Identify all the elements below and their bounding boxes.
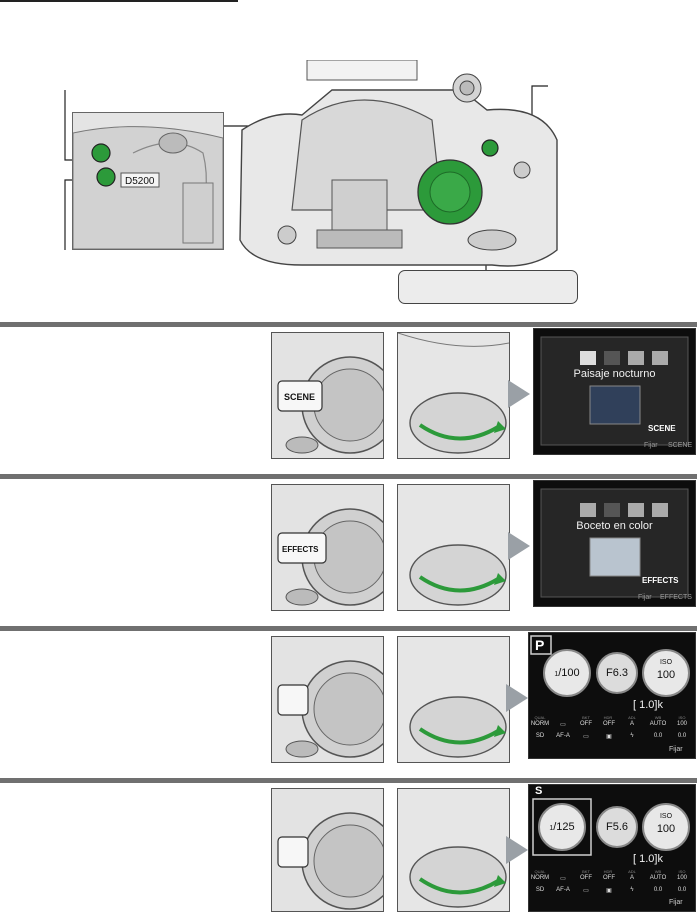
shots-remaining: [ 1.0]k: [633, 853, 663, 865]
photo-command-dial: [397, 332, 510, 459]
lcd-menu-title: Paisaje nocturno: [573, 368, 656, 380]
lcd-foot: Fijar: [669, 899, 683, 906]
lcd-info-display: P 1/100 F6.3 ISO 100 [ 1.0]k QUAL BKT HD…: [528, 632, 696, 759]
next-arrow-icon: [506, 836, 528, 864]
photo-mode-dial-s: [271, 788, 384, 912]
rotate-arrow-icon: [418, 877, 500, 895]
exposure-mode: S: [535, 785, 543, 797]
iso-label: ISO: [659, 659, 673, 666]
lcd-foot-left: Fijar: [638, 594, 652, 601]
lcd-mode-badge: SCENE: [648, 424, 676, 433]
lcd-preview-image: [589, 537, 641, 577]
photo-command-dial: [397, 636, 510, 763]
photo-command-dial: [397, 484, 510, 611]
section-divider: [0, 322, 697, 327]
svg-text:D5200: D5200: [125, 176, 155, 187]
section-scene: SCENE Paisaje nocturno SCENE Fijar SCENE: [0, 322, 697, 462]
section-shutter-priority: S 1/125 F5.6 ISO 100 [ 1.0]k QUAL BKT HD…: [0, 778, 697, 912]
section-divider: [0, 626, 697, 631]
inset-body-buttons: D5200: [72, 112, 224, 250]
section-effects: EFFECTS Boceto en color EFFECTS Fijar EF…: [0, 474, 697, 614]
lcd-menu-title: Boceto en color: [576, 520, 653, 532]
lcd-preview-image: [589, 385, 641, 425]
photo-command-dial: [397, 788, 510, 912]
lcd-foot-right: EFFECTS: [660, 594, 692, 601]
lcd-mode-badge: EFFECTS: [642, 576, 679, 585]
info-button-icon: [96, 167, 116, 187]
next-arrow-icon: [506, 684, 528, 712]
section-divider: [0, 474, 697, 479]
effects-button-icon: [91, 143, 111, 163]
mode-highlight-box: [530, 635, 552, 655]
svg-text:SCENE: SCENE: [284, 392, 315, 402]
rotate-arrow-icon: [418, 423, 500, 441]
live-view-icon: [481, 139, 499, 157]
photo-mode-dial-effects: EFFECTS: [271, 484, 384, 611]
photo-mode-dial-scene: SCENE: [271, 332, 384, 459]
lcd-foot: Fijar: [669, 746, 683, 753]
lcd-foot-left: Fijar: [644, 442, 658, 449]
shots-remaining: [ 1.0]k: [633, 699, 663, 711]
camera-drawing: [239, 59, 558, 267]
lcd-effects-menu: Boceto en color EFFECTS Fijar EFFECTS: [533, 480, 696, 607]
next-arrow-icon: [508, 532, 530, 560]
lcd-info-display: S 1/125 F5.6 ISO 100 [ 1.0]k QUAL BKT HD…: [528, 784, 696, 912]
shutter-speed: 1/125: [549, 821, 575, 833]
callout-box: [398, 270, 578, 304]
shutter-highlight-box: [532, 798, 592, 856]
iso-value: 100: [656, 669, 676, 681]
iso-label: ISO: [659, 813, 673, 820]
rotate-arrow-icon: [418, 727, 500, 745]
section-divider: [0, 778, 697, 783]
inset-drawing: D5200: [73, 113, 223, 249]
iso-value: 100: [656, 823, 676, 835]
section-program: P 1/100 F6.3 ISO 100 [ 1.0]k QUAL BKT HD…: [0, 626, 697, 766]
command-dial-icon: [467, 229, 517, 251]
camera-top-view: [232, 59, 562, 280]
next-arrow-icon: [508, 380, 530, 408]
photo-mode-dial-p: [271, 636, 384, 763]
svg-text:EFFECTS: EFFECTS: [282, 545, 319, 554]
exposure-mode: P: [535, 637, 545, 653]
header-rule: [0, 0, 238, 2]
rotate-arrow-icon: [418, 575, 500, 593]
aperture-value: F6.3: [605, 667, 628, 679]
lcd-foot-right: SCENE: [668, 442, 693, 449]
aperture-value: F5.6: [605, 821, 628, 833]
lcd-scene-menu: Paisaje nocturno SCENE Fijar SCENE: [533, 328, 696, 455]
shutter-speed: 1/100: [554, 667, 580, 679]
